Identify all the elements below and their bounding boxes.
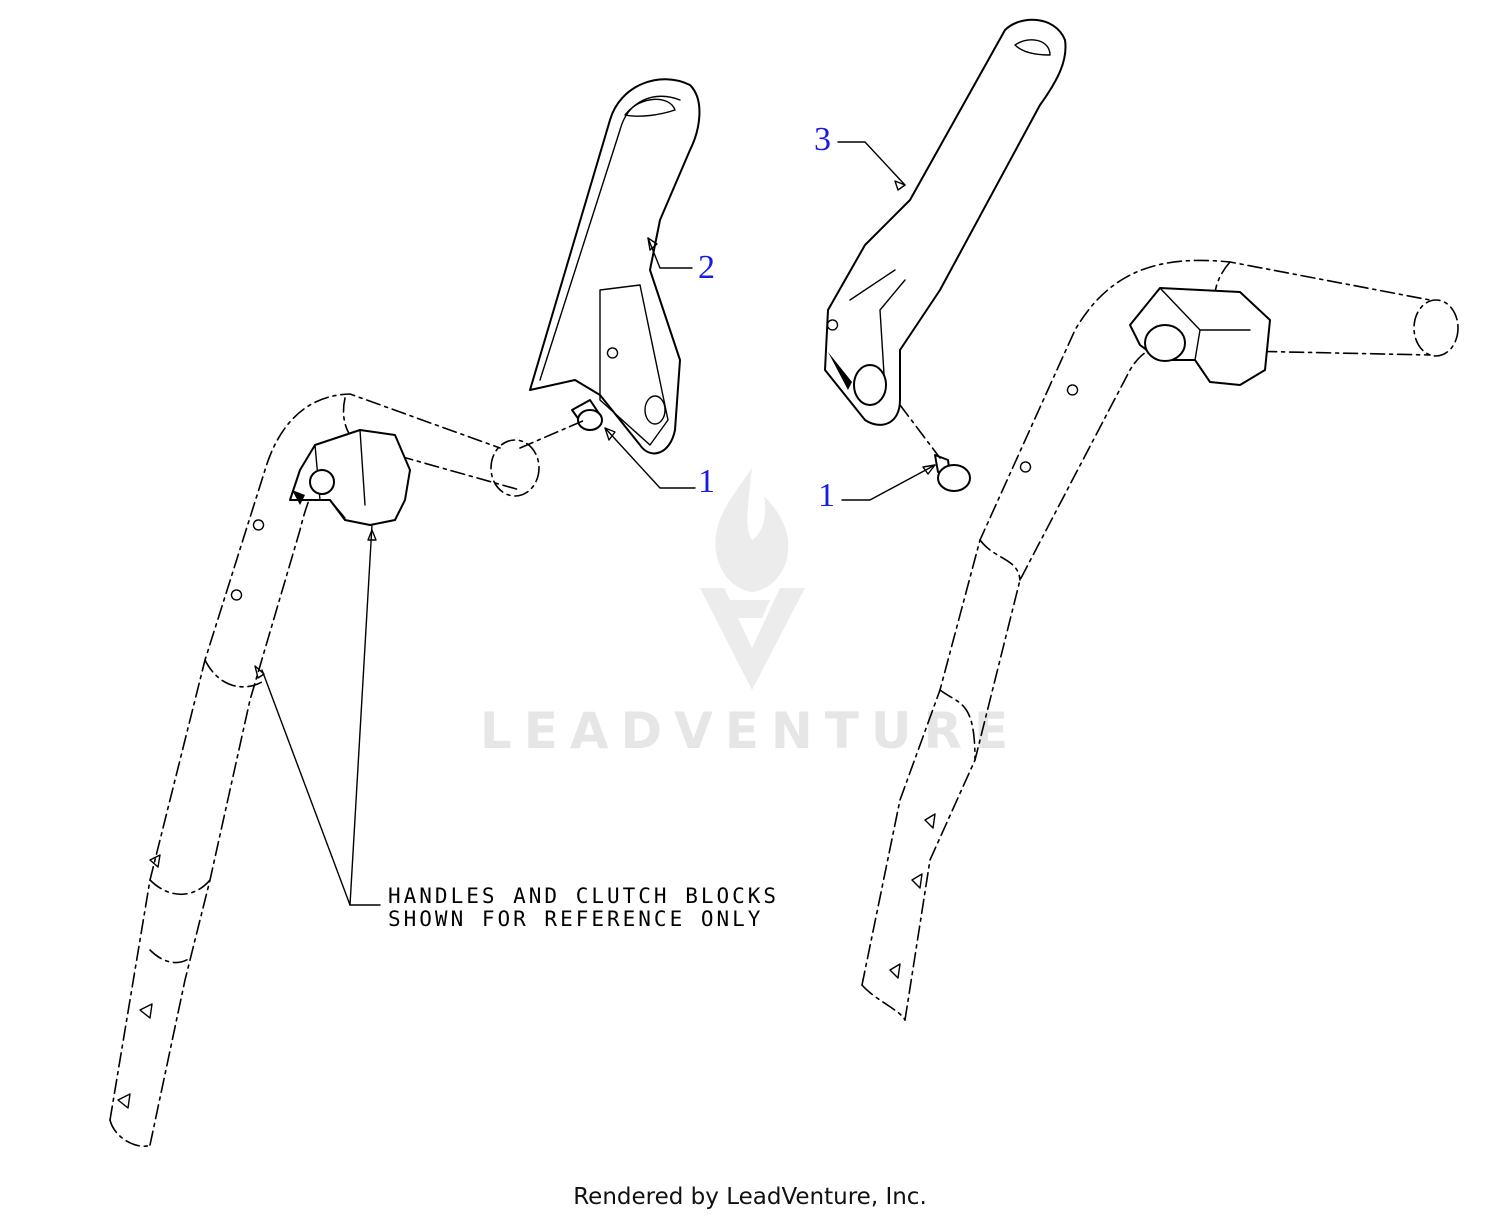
callout-1-right: 1: [818, 464, 936, 514]
callout-1-left: 1: [604, 427, 715, 500]
reference-note-line-2: SHOWN FOR REFERENCE ONLY: [388, 907, 763, 931]
callout-1-right-label: 1: [818, 477, 835, 514]
footer-credit: Rendered by LeadVenture, Inc.: [573, 1184, 927, 1210]
reference-note: HANDLES AND CLUTCH BLOCKS SHOWN FOR REFE…: [388, 884, 779, 931]
center-line-right: [899, 404, 941, 459]
callout-2-label: 2: [698, 249, 715, 286]
center-line-left: [519, 419, 586, 449]
part-3-lever: [824, 18, 1067, 426]
part-2-lever: [529, 78, 701, 455]
right-handle-reference: [861, 259, 1459, 1021]
reference-note-line-1: HANDLES AND CLUTCH BLOCKS: [388, 884, 779, 908]
watermark: LEADVENTURE: [480, 468, 1020, 760]
callout-3-label: 3: [814, 121, 831, 158]
watermark-text: LEADVENTURE: [480, 702, 1020, 760]
part-1-bolt-right: [934, 454, 971, 492]
callout-1-left-label: 1: [698, 463, 715, 500]
part-1-bolt-left: [571, 399, 603, 431]
watermark-flame-logo: [700, 468, 805, 690]
callout-3: 3: [814, 121, 906, 191]
callout-2: 2: [647, 237, 715, 286]
left-handle-reference: [109, 393, 540, 1147]
